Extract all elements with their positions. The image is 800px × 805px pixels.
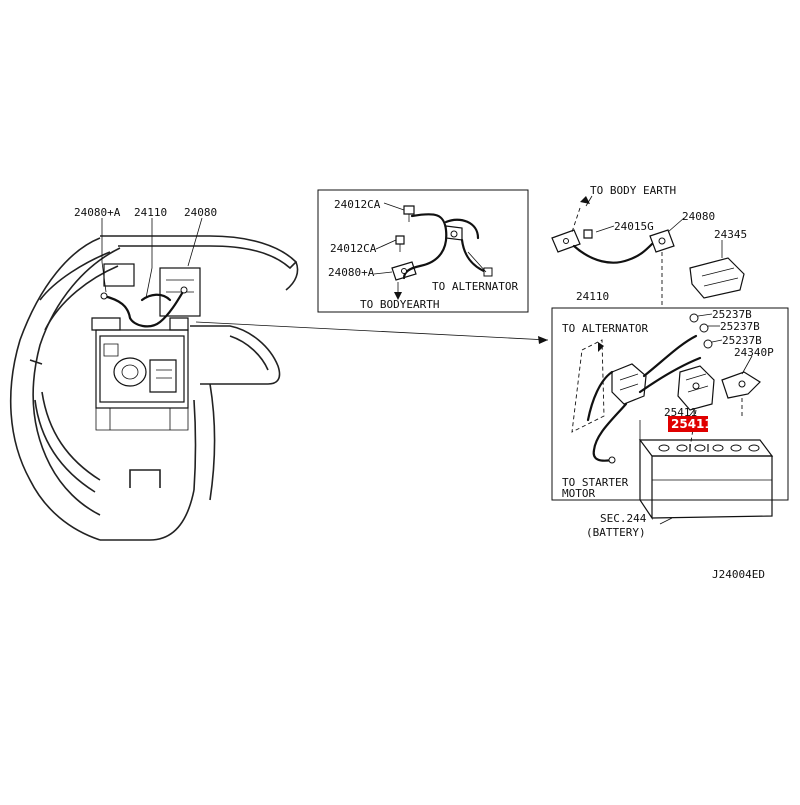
highlight-callout-25411[interactable]: 25411 (668, 416, 713, 432)
label-motor: MOTOR (562, 487, 595, 500)
label-24110-right: 24110 (576, 290, 609, 303)
right-top-parts (551, 195, 745, 306)
label-24340p: 24340P (734, 346, 774, 359)
label-25237b-3: 25237B (722, 334, 762, 347)
inset-top-frame (317, 189, 529, 313)
label-24080a-left: 24080+A (74, 206, 121, 219)
label-24012ca-top: 24012CA (334, 198, 381, 211)
label-24110-left: 24110 (134, 206, 167, 219)
label-to-body-earth-right: TO BODY EARTH (590, 184, 676, 197)
engine-bay-view (9, 217, 549, 541)
label-24015g: 24015G (614, 220, 654, 233)
label-25237b-1: 25237B (712, 308, 752, 321)
label-to-alternator-top: TO ALTERNATOR (432, 280, 518, 293)
label-24080-right: 24080 (682, 210, 715, 223)
label-battery-name: (BATTERY) (586, 526, 646, 539)
inset-right-parts (571, 313, 761, 464)
label-24345: 24345 (714, 228, 747, 241)
label-to-alternator-right: TO ALTERNATOR (562, 322, 648, 335)
inset-right-frame (551, 307, 789, 501)
inset-top-parts (373, 202, 493, 300)
highlight-marker (668, 416, 708, 432)
label-24080-left: 24080 (184, 206, 217, 219)
diagram-code: J24004ED (712, 568, 765, 581)
highlight-label: 25411 (671, 417, 713, 431)
label-battery-sec: SEC.244 (600, 512, 647, 525)
label-24012ca-mid: 24012CA (330, 242, 377, 255)
label-25237b-2: 25237B (720, 320, 760, 333)
label-to-starter: TO STARTER (562, 476, 629, 489)
battery-drawing (638, 439, 774, 525)
label-25411: 25411 (664, 406, 697, 419)
label-to-body-earth-top: TO BODYEARTH (360, 298, 439, 311)
label-24080a-inset: 24080+A (328, 266, 375, 279)
